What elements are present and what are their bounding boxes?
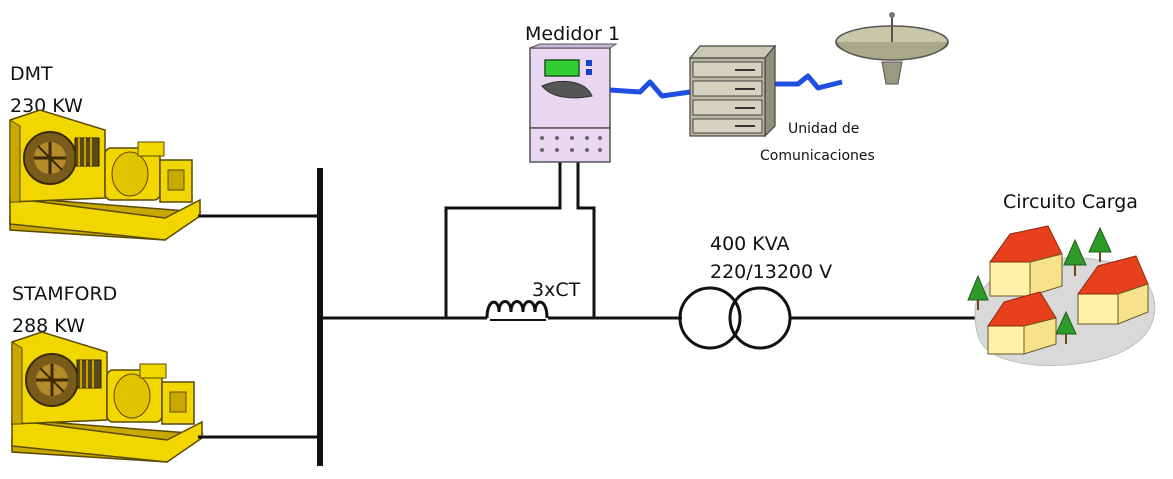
comms-label-line1: Unidad de: [788, 121, 859, 137]
wiring: [198, 162, 985, 466]
meter-current-lead: [576, 162, 596, 318]
meter-icon: [529, 43, 618, 163]
meter: Medidor 1: [525, 23, 620, 163]
meter-label: Medidor 1: [525, 23, 620, 45]
houses-icon: [967, 225, 1156, 366]
generator-1-name: DMT: [10, 63, 53, 85]
generator-icon: [9, 109, 202, 241]
server-rack-icon: [688, 44, 777, 138]
comm-links: [609, 73, 843, 99]
generator-icon: [11, 331, 204, 463]
generator-2-name: STAMFORD: [12, 283, 117, 305]
load-label: Circuito Carga: [1003, 191, 1138, 213]
ct-label: 3xCT: [532, 279, 581, 301]
transformer-voltage: 220/13200 V: [710, 261, 832, 283]
generator-2: STAMFORD 288 KW: [11, 283, 204, 463]
satellite-dish-icon: [835, 12, 949, 85]
transformer-rating: 400 KVA: [710, 233, 790, 255]
generator-2-power: 288 KW: [12, 315, 85, 337]
comms-label-line2: Comunicaciones: [760, 148, 875, 164]
ct-coil-icon: 3xCT: [485, 279, 581, 321]
load: Circuito Carga: [967, 191, 1156, 366]
generator-1-power: 230 KW: [10, 95, 83, 117]
generator-1: DMT 230 KW: [9, 63, 202, 241]
transformer-icon: 400 KVA 220/13200 V: [678, 233, 832, 350]
meter-voltage-lead: [444, 162, 562, 318]
